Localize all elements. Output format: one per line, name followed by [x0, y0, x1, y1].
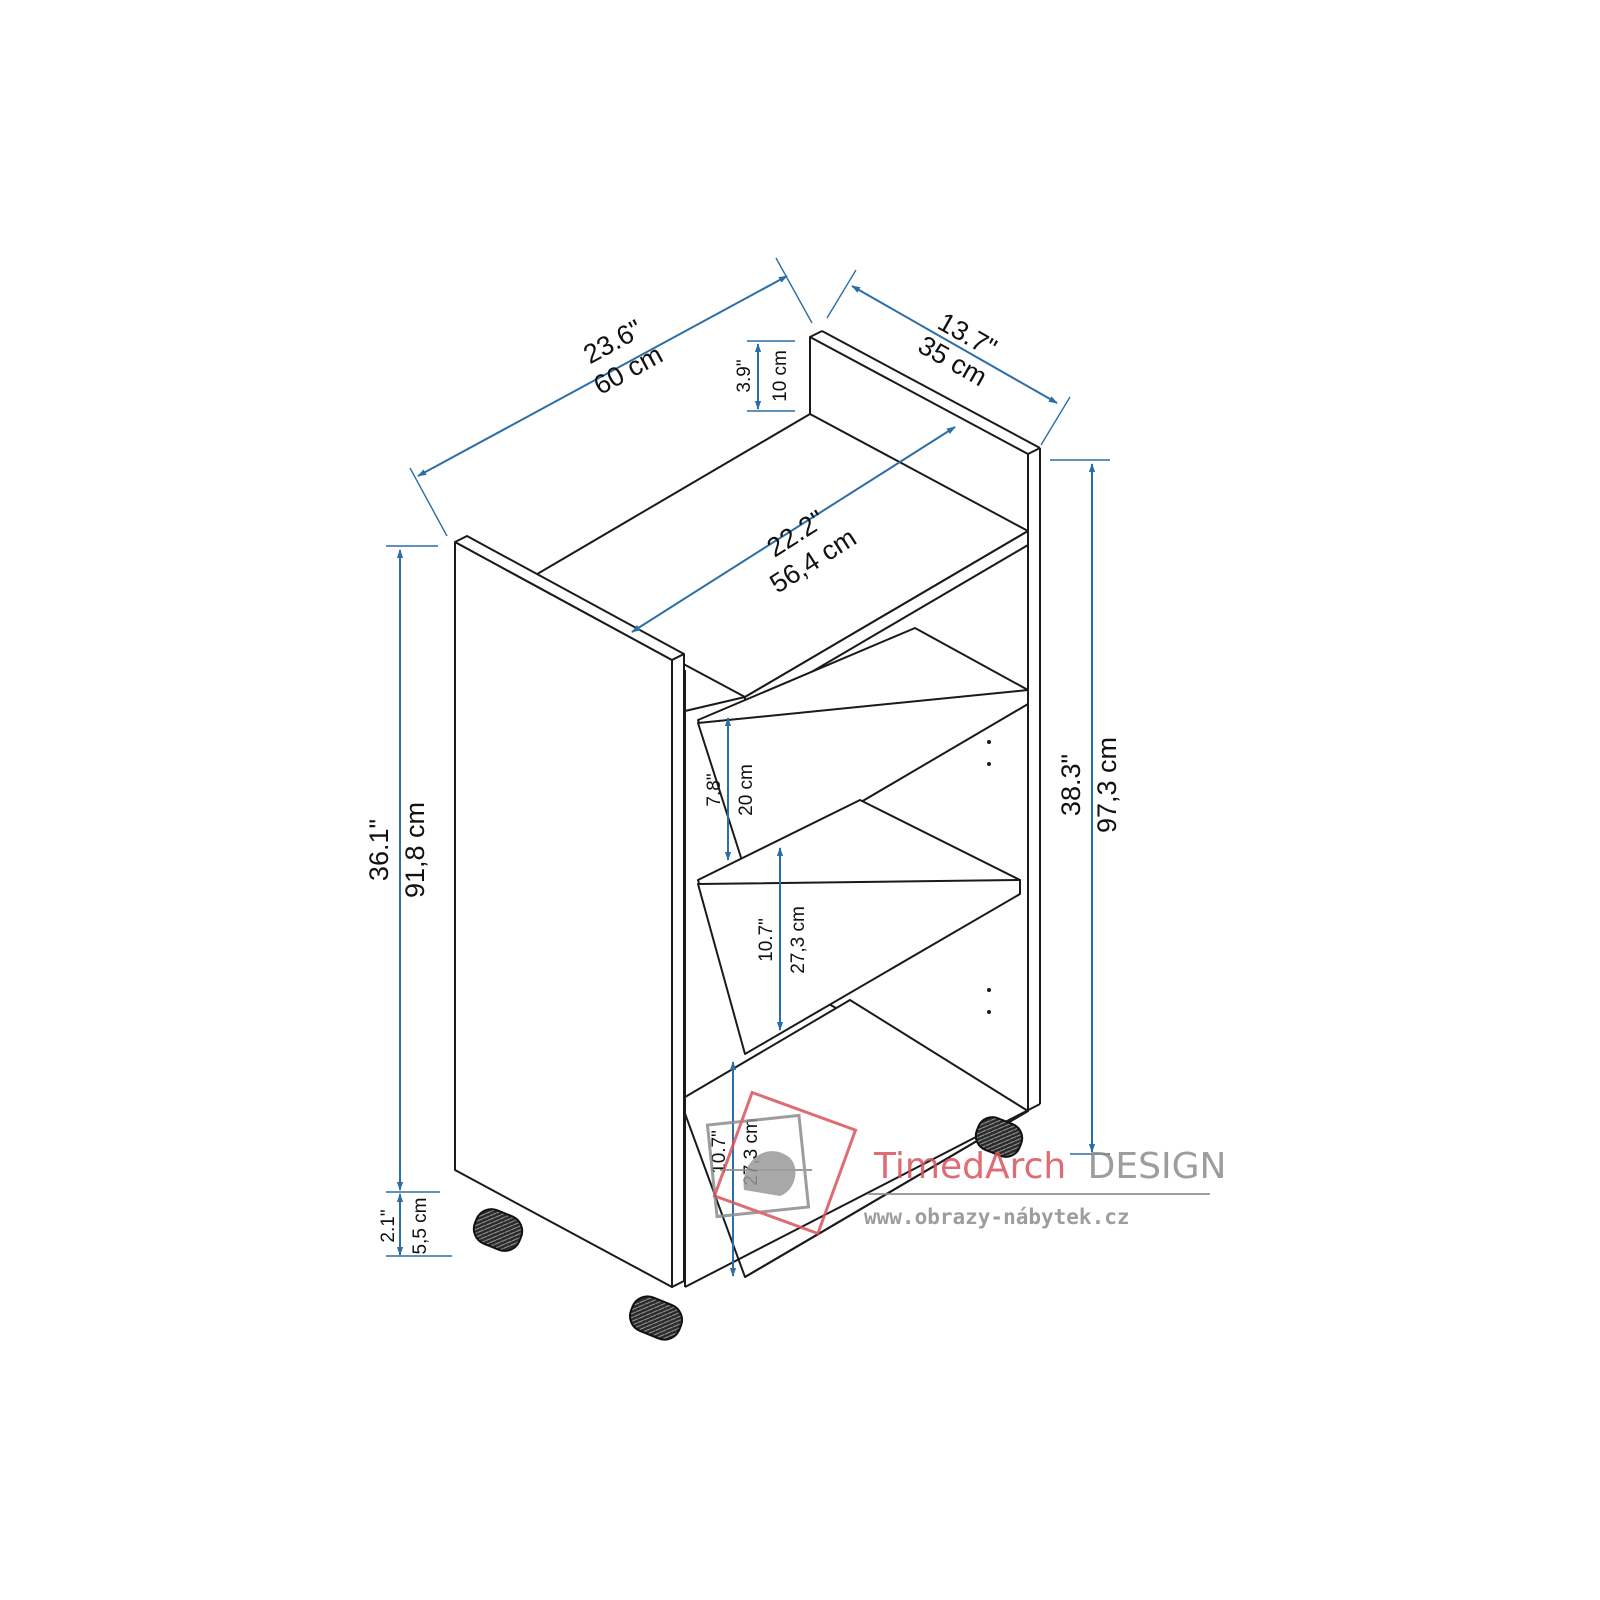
- caster-imperial: 2.1": [378, 1209, 399, 1242]
- dimension-total-height: 38.3" 97,3 cm: [1050, 459, 1122, 1155]
- back-rail-imperial: 3.9": [734, 359, 755, 392]
- caster-metric: 5,5 cm: [410, 1197, 431, 1254]
- watermark-brand-gray: DESIGN: [1088, 1146, 1227, 1187]
- caster-front-left: [472, 1208, 524, 1252]
- shelf-middle-imperial: 10.7": [756, 918, 777, 962]
- dimension-back-rail: 3.9" 10 cm: [734, 340, 795, 412]
- caster-back-right: [974, 1116, 1024, 1158]
- shelf-top-imperial: 7.8": [704, 773, 725, 806]
- dimension-side-height: 36.1" 91,8 cm: [364, 545, 440, 1193]
- shelf-top-metric: 20 cm: [736, 764, 757, 816]
- watermark-url: www.obrazy-nábytek.cz: [864, 1205, 1130, 1229]
- dimension-caster: 2.1" 5,5 cm: [378, 1193, 452, 1257]
- shelf-bottom-imperial: 10.7": [709, 1130, 730, 1174]
- side-height-metric: 91,8 cm: [400, 802, 430, 898]
- side-height-imperial: 36.1": [364, 819, 394, 881]
- watermark-logo: [705, 1090, 858, 1236]
- shelf-pin-holes: [987, 740, 991, 1014]
- left-side-panel: [454, 541, 673, 1288]
- caster-wheels: [472, 1116, 1024, 1341]
- watermark-brand-red: TimedArch: [873, 1146, 1066, 1187]
- back-rail-metric: 10 cm: [770, 350, 791, 402]
- caster-front-right: [628, 1295, 684, 1341]
- shelf-middle-metric: 27,3 cm: [788, 906, 809, 974]
- watermark: TimedArch DESIGN www.obrazy-nábytek.cz: [705, 1090, 1226, 1236]
- total-height-imperial: 38.3": [1056, 754, 1086, 816]
- watermark-brand: TimedArch DESIGN: [873, 1146, 1226, 1187]
- total-height-metric: 97,3 cm: [1092, 737, 1122, 833]
- dimension-shelf-middle: 10.7" 27,3 cm: [756, 847, 809, 1031]
- dimension-shelf-top: 7.8" 20 cm: [704, 717, 757, 861]
